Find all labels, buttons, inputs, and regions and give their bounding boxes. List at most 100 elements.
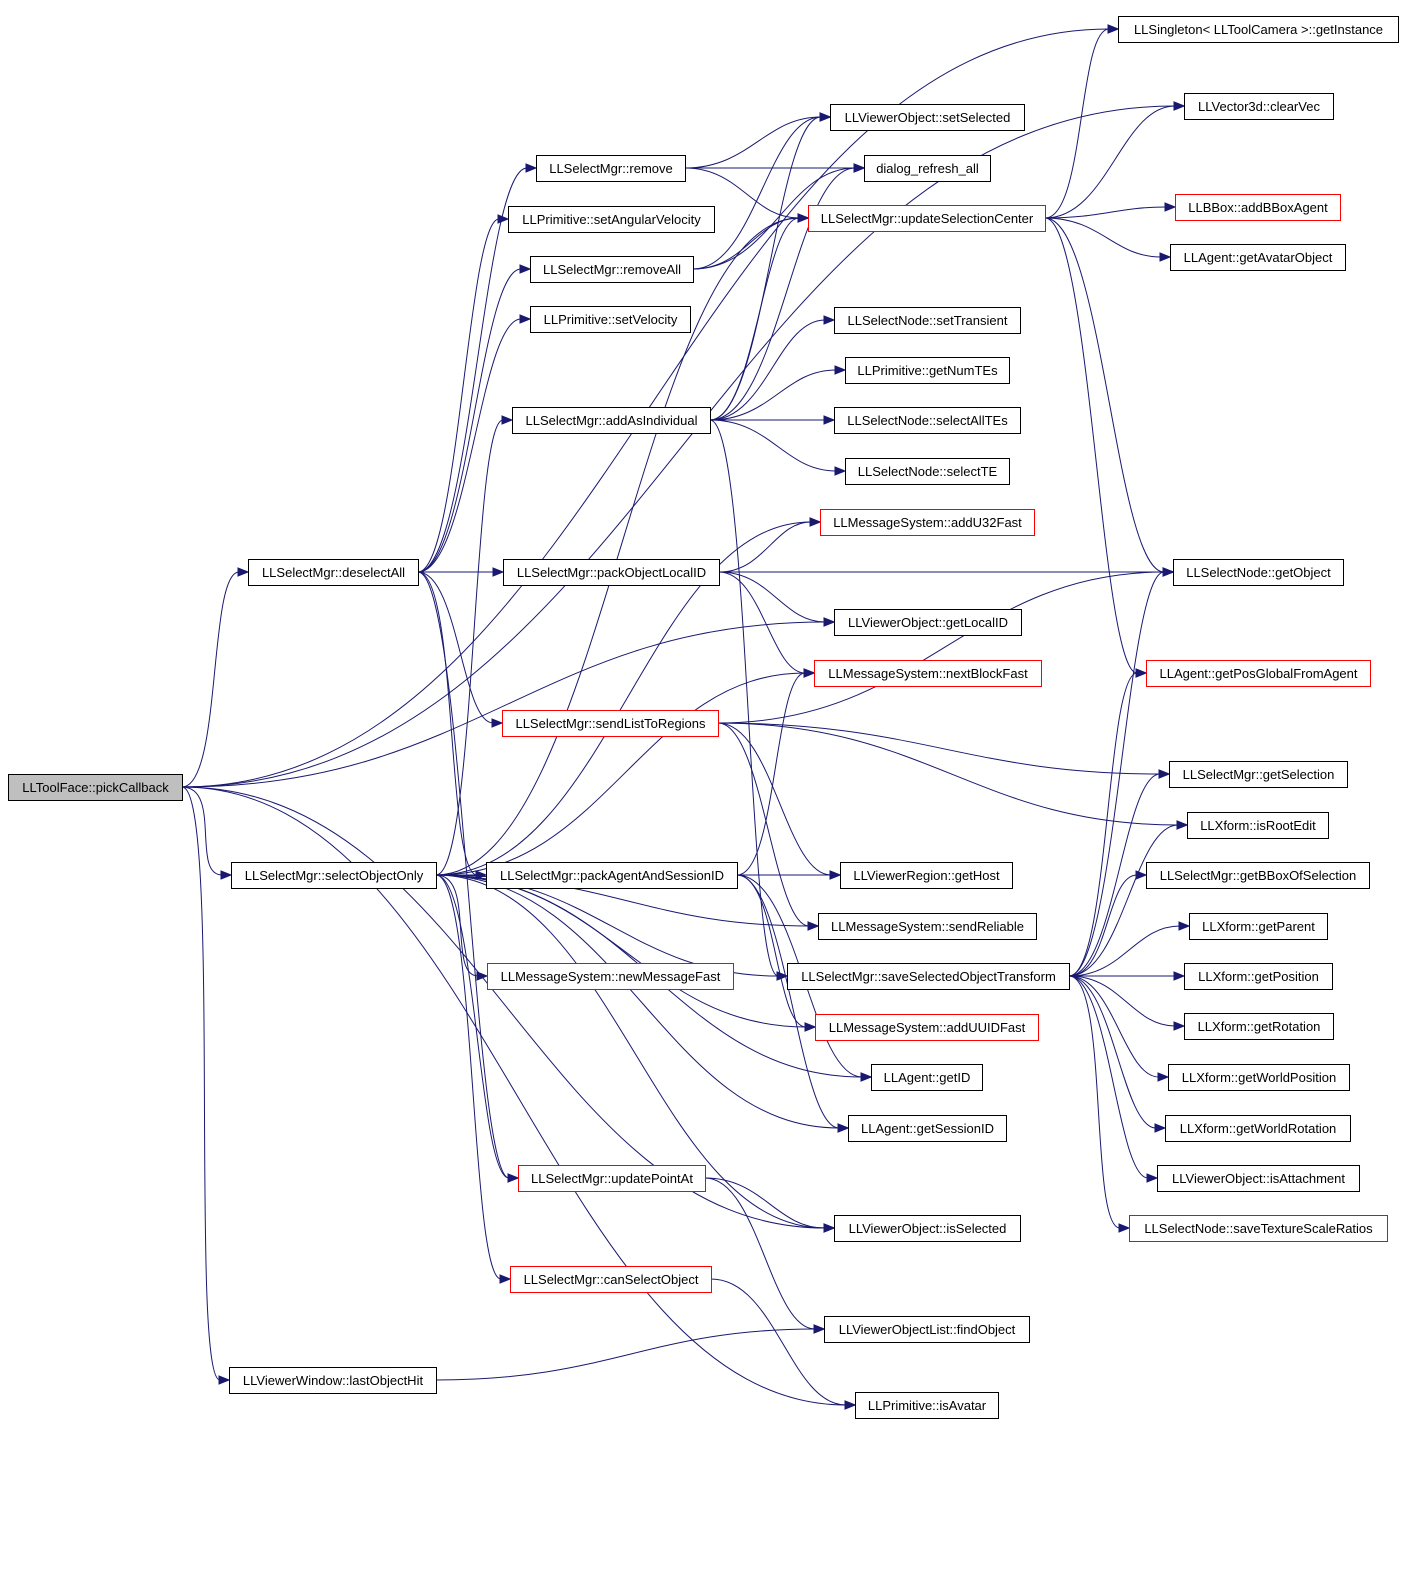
- node-box-add-u32-fast: [820, 509, 1035, 536]
- node-get-object[interactable]: LLSelectNode::getObject: [1173, 559, 1344, 586]
- node-set-transient[interactable]: LLSelectNode::setTransient: [834, 307, 1021, 334]
- node-save-sel-obj-transform[interactable]: LLSelectMgr::saveSelectedObjectTransform: [787, 963, 1070, 990]
- node-label-send-list-to-regions: LLSelectMgr::sendListToRegions: [515, 716, 706, 731]
- edge-save-sel-obj-transform-to-is-attachment: [1068, 975, 1149, 1179]
- node-label-set-velocity: LLPrimitive::setVelocity: [544, 312, 678, 327]
- edge-can-select-object-to-is-avatar: [710, 1278, 847, 1406]
- node-add-bbox-agent[interactable]: LLBBox::addBBoxAgent: [1175, 194, 1341, 221]
- node-send-reliable[interactable]: LLMessageSystem::sendReliable: [818, 913, 1037, 940]
- arrowhead-save-sel-obj-transform-to-is-root-edit: [1176, 820, 1189, 830]
- edge-send-list-to-regions-to-get-object: [717, 571, 1165, 724]
- node-is-selected[interactable]: LLViewerObject::isSelected: [834, 1215, 1021, 1242]
- node-new-message-fast[interactable]: LLMessageSystem::newMessageFast: [487, 963, 734, 990]
- node-get-instance[interactable]: LLSingleton< LLToolCamera >::getInstance: [1118, 16, 1399, 43]
- edge-add-as-individual-to-update-sel-center: [709, 217, 800, 421]
- node-box-get-instance: [1118, 16, 1399, 43]
- node-add-u32-fast[interactable]: LLMessageSystem::addU32Fast: [820, 509, 1035, 536]
- arrowhead-save-sel-obj-transform-to-save-texture-scale-ratios: [1118, 1223, 1131, 1233]
- arrowhead-update-sel-center-to-clear-vec: [1173, 101, 1186, 111]
- node-pick-callback[interactable]: LLToolFace::pickCallback: [8, 774, 183, 801]
- arrowhead-save-sel-obj-transform-to-get-bbox-of-selection: [1135, 870, 1148, 880]
- node-add-uuidfast[interactable]: LLMessageSystem::addUUIDFast: [815, 1014, 1039, 1041]
- node-get-host[interactable]: LLViewerRegion::getHost: [840, 862, 1013, 889]
- node-remove-all[interactable]: LLSelectMgr::removeAll: [530, 256, 694, 283]
- edge-deselect-all-to-remove: [417, 167, 528, 573]
- edge-select-object-only-to-can-select-object: [435, 874, 502, 1280]
- edge-select-object-only-to-add-uuidfast: [435, 874, 807, 1028]
- node-box-send-list-to-regions: [502, 710, 719, 737]
- node-set-selected[interactable]: LLViewerObject::setSelected: [830, 104, 1025, 131]
- node-is-avatar[interactable]: LLPrimitive::isAvatar: [855, 1392, 999, 1419]
- node-label-set-ang-vel: LLPrimitive::setAngularVelocity: [522, 212, 701, 227]
- node-is-attachment[interactable]: LLViewerObject::isAttachment: [1157, 1165, 1360, 1192]
- node-get-bbox-of-selection[interactable]: LLSelectMgr::getBBoxOfSelection: [1146, 862, 1370, 889]
- nodes-layer: LLToolFace::pickCallback LLSingleton< LLT…: [8, 16, 1399, 1419]
- node-get-local-id[interactable]: LLViewerObject::getLocalID: [834, 609, 1022, 636]
- node-label-find-object: LLViewerObjectList::findObject: [839, 1322, 1016, 1337]
- edge-save-sel-obj-transform-to-get-world-position: [1068, 975, 1160, 1078]
- edge-pick-callback-to-select-object-only: [181, 786, 223, 876]
- node-get-world-position[interactable]: LLXform::getWorldPosition: [1168, 1064, 1350, 1091]
- arrowhead-last-object-hit-to-find-object: [813, 1324, 826, 1334]
- node-label-remove-all: LLSelectMgr::removeAll: [543, 262, 681, 277]
- node-box-set-ang-vel: [508, 206, 715, 233]
- node-label-is-attachment: LLViewerObject::isAttachment: [1172, 1171, 1345, 1186]
- node-label-get-id: LLAgent::getID: [884, 1070, 971, 1085]
- node-get-position[interactable]: LLXform::getPosition: [1184, 963, 1333, 990]
- node-get-world-rotation[interactable]: LLXform::getWorldRotation: [1165, 1115, 1351, 1142]
- node-pack-object-local-id[interactable]: LLSelectMgr::packObjectLocalID: [503, 559, 720, 586]
- node-label-get-world-rotation: LLXform::getWorldRotation: [1180, 1121, 1337, 1136]
- node-clear-vec[interactable]: LLVector3d::clearVec: [1184, 93, 1334, 120]
- arrowhead-select-object-only-to-add-as-individual: [501, 415, 514, 425]
- node-remove[interactable]: LLSelectMgr::remove: [536, 155, 686, 182]
- node-box-pick-callback: [8, 774, 183, 801]
- node-update-point-at[interactable]: LLSelectMgr::updatePointAt: [518, 1165, 706, 1192]
- node-box-get-position: [1184, 963, 1333, 990]
- node-label-clear-vec: LLVector3d::clearVec: [1198, 99, 1320, 114]
- node-label-is-selected: LLViewerObject::isSelected: [849, 1221, 1007, 1236]
- node-send-list-to-regions[interactable]: LLSelectMgr::sendListToRegions: [502, 710, 719, 737]
- node-get-pos-global-from-agent[interactable]: LLAgent::getPosGlobalFromAgent: [1146, 660, 1371, 687]
- node-set-velocity[interactable]: LLPrimitive::setVelocity: [530, 306, 691, 333]
- edge-remove-all-to-set-selected: [692, 116, 822, 270]
- arrowhead-pack-object-local-id-to-get-local-id: [823, 617, 836, 627]
- node-label-is-avatar: LLPrimitive::isAvatar: [868, 1398, 987, 1413]
- node-add-as-individual[interactable]: LLSelectMgr::addAsIndividual: [512, 407, 711, 434]
- node-get-avatar-object[interactable]: LLAgent::getAvatarObject: [1170, 244, 1346, 271]
- arrowhead-add-as-individual-to-set-selected: [819, 112, 832, 122]
- arrowhead-add-as-individual-to-set-transient: [823, 315, 836, 325]
- node-update-sel-center[interactable]: LLSelectMgr::updateSelectionCenter: [808, 205, 1046, 232]
- node-get-num-tes[interactable]: LLPrimitive::getNumTEs: [845, 357, 1010, 384]
- node-is-root-edit[interactable]: LLXform::isRootEdit: [1187, 812, 1329, 839]
- node-label-pick-callback: LLToolFace::pickCallback: [22, 780, 169, 795]
- node-deselect-all[interactable]: LLSelectMgr::deselectAll: [248, 559, 419, 586]
- arrowhead-save-sel-obj-transform-to-get-world-position: [1157, 1072, 1170, 1082]
- node-select-object-only[interactable]: LLSelectMgr::selectObjectOnly: [231, 862, 437, 889]
- node-get-id[interactable]: LLAgent::getID: [871, 1064, 983, 1091]
- node-next-block-fast[interactable]: LLMessageSystem::nextBlockFast: [814, 660, 1042, 687]
- node-label-update-point-at: LLSelectMgr::updatePointAt: [531, 1171, 693, 1186]
- node-can-select-object[interactable]: LLSelectMgr::canSelectObject: [510, 1266, 712, 1293]
- node-select-te[interactable]: LLSelectNode::selectTE: [845, 458, 1010, 485]
- arrowhead-save-sel-obj-transform-to-get-pos-global-from-agent: [1135, 668, 1148, 678]
- edge-deselect-all-to-send-list-to-regions: [417, 571, 494, 724]
- edge-select-object-only-to-save-sel-obj-transform: [435, 874, 779, 977]
- node-select-all-tes[interactable]: LLSelectNode::selectAllTEs: [834, 407, 1021, 434]
- node-last-object-hit[interactable]: LLViewerWindow::lastObjectHit: [229, 1367, 437, 1394]
- edge-pack-agent-and-session-id-to-add-uuidfast: [736, 874, 807, 1028]
- arrowhead-add-as-individual-to-dialog-refresh: [853, 163, 866, 173]
- arrowhead-add-as-individual-to-select-all-tes: [823, 415, 836, 425]
- edge-save-sel-obj-transform-to-get-world-rotation: [1068, 975, 1157, 1129]
- node-get-session-id[interactable]: LLAgent::getSessionID: [848, 1115, 1007, 1142]
- node-get-rotation[interactable]: LLXform::getRotation: [1184, 1013, 1334, 1040]
- node-label-is-root-edit: LLXform::isRootEdit: [1200, 818, 1316, 833]
- node-find-object[interactable]: LLViewerObjectList::findObject: [824, 1316, 1030, 1343]
- node-save-texture-scale-ratios[interactable]: LLSelectNode::saveTextureScaleRatios: [1129, 1215, 1388, 1242]
- node-get-selection[interactable]: LLSelectMgr::getSelection: [1169, 761, 1348, 788]
- node-get-parent[interactable]: LLXform::getParent: [1189, 913, 1328, 940]
- node-box-last-object-hit: [229, 1367, 437, 1394]
- node-set-ang-vel[interactable]: LLPrimitive::setAngularVelocity: [508, 206, 715, 233]
- node-pack-agent-and-session-id[interactable]: LLSelectMgr::packAgentAndSessionID: [486, 862, 738, 889]
- node-dialog-refresh[interactable]: dialog_refresh_all: [864, 155, 991, 182]
